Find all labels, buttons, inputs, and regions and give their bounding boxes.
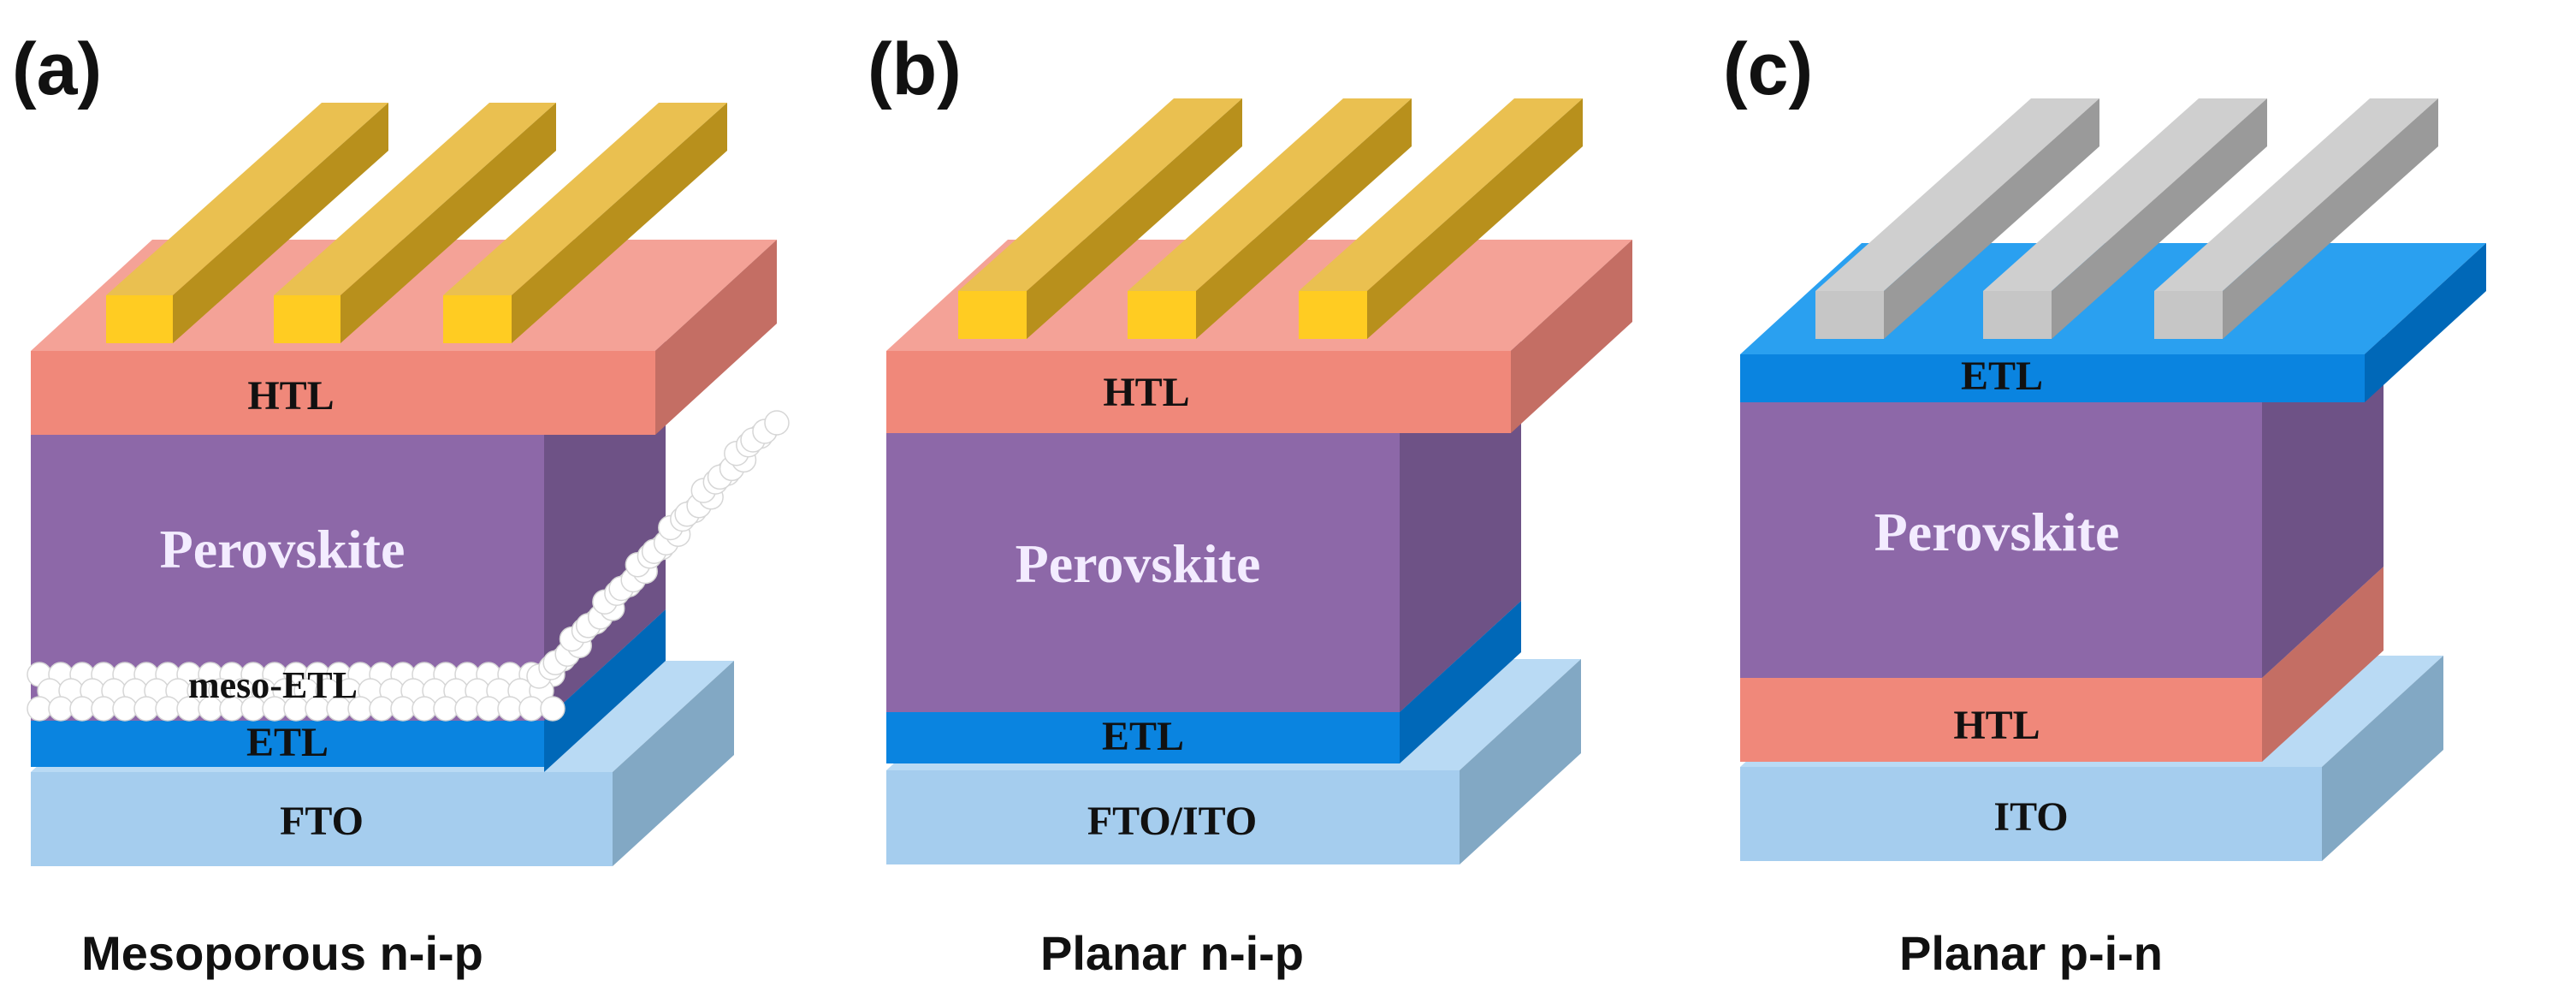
panel-a-fto-label: FTO <box>280 799 364 844</box>
panel-c-electrode-2 <box>1983 98 2267 339</box>
panel-c-ito-label: ITO <box>1993 794 2068 840</box>
panel-b-letter: (b) <box>868 28 962 110</box>
meso-particle <box>48 696 74 722</box>
panel-c-electrode-1 <box>1815 98 2099 339</box>
panel-a-meso-particles <box>27 410 790 722</box>
meso-particle <box>27 696 52 722</box>
meso-particle <box>133 696 159 722</box>
panel-a-electrode-3 <box>443 103 727 343</box>
meso-particle <box>155 696 181 722</box>
panel-a-htl-label: HTL <box>247 373 334 419</box>
meso-particle <box>518 696 544 722</box>
meso-particle <box>476 696 501 722</box>
panel-c-caption: Planar p-i-n <box>1899 926 2163 980</box>
meso-particle <box>91 696 116 722</box>
silver-electrode-icon <box>1815 98 2438 339</box>
panel-a-meso-etl-label: meso-ETL <box>188 664 358 706</box>
panel-b-electrode-3 <box>1299 98 1583 339</box>
meso-particle <box>497 696 523 722</box>
panel-a-electrode-1 <box>106 103 388 343</box>
panel-c-etl-label: ETL <box>1961 353 2043 399</box>
panel-b-perovskite-label: Perovskite <box>1016 533 1261 594</box>
gold-electrode-icon <box>106 103 727 343</box>
meso-particle <box>764 410 790 436</box>
panel-b-electrode-1 <box>958 98 1242 339</box>
panel-b-htl-label: HTL <box>1103 370 1189 415</box>
panel-a-caption: Mesoporous n-i-p <box>81 926 483 980</box>
panel-c-letter: (c) <box>1723 28 1813 110</box>
meso-particle <box>369 696 394 722</box>
meso-particle <box>540 696 566 722</box>
meso-particle <box>390 696 416 722</box>
panel-c-planar-pin: (c) ITO HTL Perovskite ETL <box>1723 28 2486 980</box>
meso-particle <box>412 696 437 722</box>
panel-a-mesoporous-nip: (a) FTO ETL Perovskite meso-ETL <box>12 28 790 980</box>
panel-b-caption: Planar n-i-p <box>1040 926 1304 980</box>
panel-c-htl-label: HTL <box>1953 703 2040 748</box>
meso-particle <box>69 696 95 722</box>
panel-b-fto-ito-label: FTO/ITO <box>1087 799 1257 844</box>
panel-c-electrode-3 <box>2154 98 2438 339</box>
panel-b-etl-label: ETL <box>1102 714 1184 759</box>
meso-particle <box>433 696 459 722</box>
panel-a-electrode-2 <box>274 103 556 343</box>
gold-electrode-icon <box>958 98 1583 339</box>
panel-b-planar-nip: (b) FTO/ITO ETL Perovskite HTL <box>868 28 1632 980</box>
meso-particle <box>112 696 138 722</box>
panel-a-perovskite-label: Perovskite <box>160 519 406 579</box>
panel-b-electrode-2 <box>1128 98 1412 339</box>
panel-a-etl-label: ETL <box>246 720 329 765</box>
panel-a-letter: (a) <box>12 28 102 110</box>
panel-c-perovskite-label: Perovskite <box>1874 502 2120 562</box>
meso-particle <box>454 696 480 722</box>
